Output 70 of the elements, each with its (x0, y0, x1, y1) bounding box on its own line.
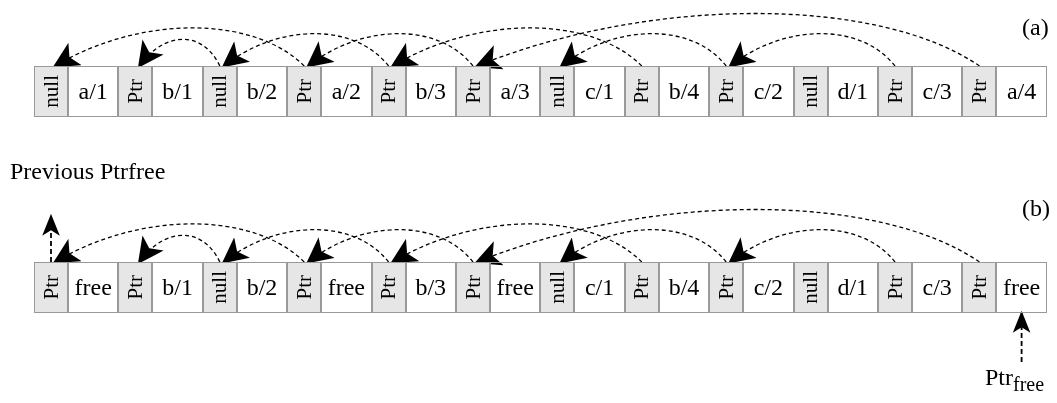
data-cell: c/3 (912, 262, 963, 313)
data-cell: b/3 (405, 66, 456, 117)
data-cell: a/1 (68, 66, 119, 117)
data-cell: d/1 (827, 66, 878, 117)
pointer-arrow (42, 213, 60, 263)
pointer-cell: null (540, 262, 575, 313)
pointer-cell: Ptr (287, 262, 322, 313)
pointer-arrow (390, 27, 643, 68)
pointer-arrow (137, 38, 221, 68)
pointer-cell: null (793, 66, 828, 117)
pointer-cell: null (793, 262, 828, 313)
panel-label: (a) (1022, 13, 1049, 42)
data-cell: c/1 (574, 262, 625, 313)
pointer-cell: Ptr (118, 66, 153, 117)
pointer-cell: Ptr (709, 262, 744, 313)
data-cell: d/1 (827, 262, 878, 313)
data-cell: a/4 (996, 66, 1047, 117)
pointer-cell: null (202, 262, 237, 313)
pointer-cell: Ptr (371, 66, 406, 117)
pointer-cell: Ptr (962, 66, 997, 117)
data-cell: b/4 (658, 262, 710, 313)
pointer-cell: null (540, 66, 575, 117)
panel-label: (b) (1022, 194, 1050, 223)
data-cell: a/3 (490, 66, 541, 117)
pointer-cell: Ptr (456, 66, 490, 117)
pointer-arrow (559, 228, 727, 264)
pointer-arrow (390, 223, 643, 264)
pointer-arrow (474, 12, 981, 71)
data-cell: free (68, 262, 119, 313)
pointer-arrow (474, 208, 981, 267)
pointer-arrow (306, 228, 474, 264)
pointer-arrow (306, 32, 474, 68)
pointer-cell: null (202, 66, 237, 117)
pointer-cell: Ptr (878, 262, 912, 313)
pointer-cell: null (34, 66, 68, 117)
pointer-cell: Ptr (962, 262, 997, 313)
data-cell: c/3 (912, 66, 963, 117)
pointer-arrow (1012, 310, 1031, 363)
pointer-arrow (221, 32, 390, 68)
pointer-cell: Ptr (287, 66, 322, 117)
pointer-cell: Ptr (709, 66, 744, 117)
pointer-cell: Ptr (624, 66, 659, 117)
pointer-label: Ptr$_{free}$ (985, 362, 1045, 399)
pointer-arrow (728, 32, 896, 68)
data-cell: b/2 (236, 66, 288, 117)
pointer-cell: Ptr (456, 262, 490, 313)
pointer-cell: Ptr (624, 262, 659, 313)
data-cell: b/1 (152, 262, 203, 313)
pointer-cell: Ptr (34, 262, 68, 313)
pointer-label: Previous Ptrfree (10, 156, 166, 186)
pointer-arrow (137, 234, 221, 264)
pointer-cell: Ptr (878, 66, 912, 117)
pointer-cell: Ptr (118, 262, 153, 313)
pointer-arrow (221, 228, 390, 264)
data-cell: c/2 (743, 262, 794, 313)
data-cell: b/4 (658, 66, 710, 117)
data-cell: b/2 (236, 262, 288, 313)
data-cell: free (321, 262, 372, 313)
pointer-arrow (559, 32, 727, 68)
data-cell: a/2 (321, 66, 372, 117)
data-cell: b/3 (405, 262, 456, 313)
data-cell: c/1 (574, 66, 625, 117)
data-cell: b/1 (152, 66, 203, 117)
data-cell: free (490, 262, 541, 313)
pointer-arrow (52, 223, 305, 264)
data-cell: c/2 (743, 66, 794, 117)
pointer-arrow (52, 27, 305, 68)
data-cell: free (996, 262, 1047, 313)
pointer-arrow (728, 228, 896, 264)
pointer-cell: Ptr (371, 262, 406, 313)
